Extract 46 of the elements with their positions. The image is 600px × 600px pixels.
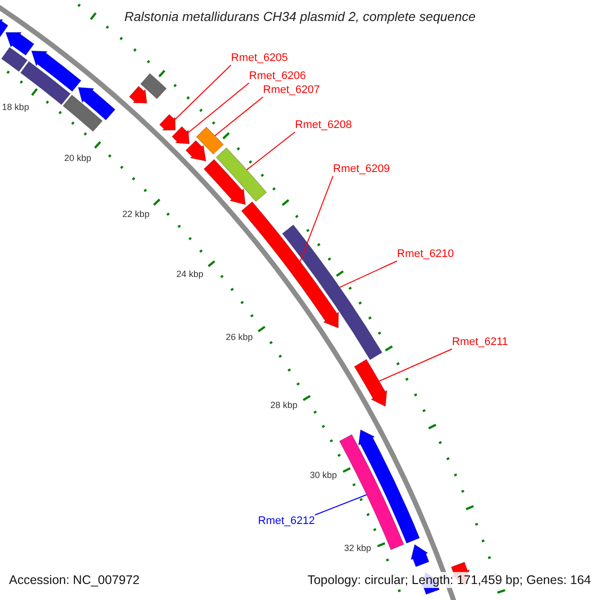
scale-label: 20 kbp (64, 152, 92, 163)
gene-segment (5, 32, 34, 56)
gene-label: Rmet_6205 (231, 52, 288, 65)
scale-label: 22 kbp (122, 208, 150, 219)
gene-segment (358, 429, 420, 544)
leader-line (300, 176, 334, 262)
gene-label: Rmet_6206 (249, 70, 306, 83)
leader-line (188, 82, 250, 134)
leader-line (246, 132, 296, 170)
gene-label: Rmet_6208 (295, 119, 352, 132)
gene-segment (172, 126, 190, 144)
gene-segment (186, 140, 206, 162)
gene-segment (410, 544, 430, 568)
footer-text: Accession: NC_007972 (9, 572, 140, 588)
leader-line (214, 96, 264, 136)
gene-label: Rmet_6209 (333, 163, 390, 176)
scale-label: 28 kbp (270, 400, 298, 410)
gene-segment (196, 126, 224, 154)
gene-label: Rmet_6207 (263, 84, 320, 97)
gene-segment (78, 87, 116, 120)
gene-segment (282, 224, 382, 360)
gene-segment (216, 147, 267, 202)
gene-segment (204, 159, 246, 205)
gene-label: Rmet_6210 (397, 248, 454, 261)
scale-label: 26 kbp (226, 332, 253, 342)
gene-segment (241, 201, 339, 328)
gene-segment (129, 86, 148, 104)
scale-label: 24 kbp (176, 268, 204, 279)
gene-segment (20, 61, 71, 105)
gene-segment (159, 114, 176, 130)
gene-segment (140, 73, 167, 100)
footer-text: Topology: circular; Length: 171,459 bp; Genes: 164 (307, 572, 591, 588)
gene-segment (354, 359, 388, 407)
gene-segment (1, 47, 28, 72)
scale-label: 30 kbp (310, 470, 337, 480)
title: Ralstonia metallidurans CH34 plasmid 2, complete sequence (123, 9, 477, 24)
gene-label: Rmet_6212 (258, 515, 315, 528)
leader-line (174, 64, 232, 120)
leader-line (378, 348, 452, 382)
leader-line (339, 260, 398, 288)
gene-segment (31, 50, 82, 92)
gene-label: Rmet_6211 (452, 336, 508, 349)
scale-label: 32 kbp (344, 543, 372, 554)
gene-segment (62, 94, 103, 132)
scale-label: 18 kbp (2, 102, 30, 112)
leader-line (314, 494, 368, 516)
